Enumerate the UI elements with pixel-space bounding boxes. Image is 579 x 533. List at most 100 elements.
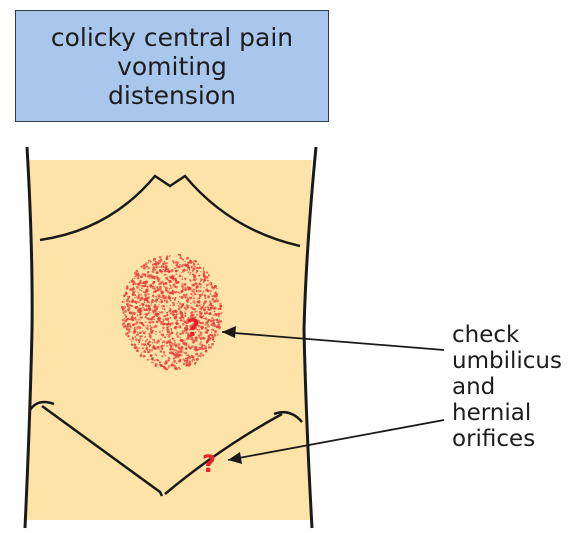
pain-dot (171, 364, 173, 366)
pain-dot (129, 323, 131, 325)
pain-dot (204, 287, 205, 288)
pain-dot (169, 282, 170, 283)
pain-dot (139, 310, 142, 313)
pain-dot (134, 344, 137, 347)
pain-dot (142, 330, 144, 332)
pain-dot (173, 360, 176, 363)
pain-dot (152, 282, 154, 284)
pain-dot (217, 334, 219, 336)
pain-dot (143, 303, 145, 305)
pain-dot (159, 296, 160, 297)
pain-dot (155, 301, 157, 303)
pain-dot (147, 325, 149, 327)
pain-dot (196, 267, 198, 269)
pain-dot (208, 274, 210, 276)
pain-dot (179, 303, 181, 305)
pain-dot (166, 326, 168, 328)
pain-dot (160, 351, 162, 353)
pain-dot (175, 354, 177, 356)
pain-dot (138, 347, 140, 349)
pain-dot (145, 331, 147, 333)
pain-dot (131, 319, 133, 321)
pain-dot (219, 319, 221, 321)
annotation-line-and: and (452, 374, 562, 400)
pain-dot (214, 333, 216, 335)
pain-dot (165, 318, 167, 320)
pain-dot (146, 266, 148, 268)
pain-dot (166, 312, 168, 314)
pain-dot (218, 313, 220, 315)
pain-dot (143, 264, 145, 266)
pain-dot (154, 278, 156, 280)
pain-dot (155, 261, 156, 262)
pain-dot (181, 265, 184, 268)
pain-dot (150, 354, 153, 357)
pain-dot (163, 269, 164, 270)
pain-dot (143, 308, 145, 310)
pain-dot (173, 285, 175, 287)
pain-dot (143, 356, 145, 358)
pain-dot (152, 269, 154, 271)
pain-dot (213, 300, 216, 303)
pain-dot (170, 291, 173, 294)
pain-dot (134, 328, 136, 330)
pain-dot (174, 367, 175, 368)
pain-dot (203, 279, 206, 282)
pain-dot (138, 341, 140, 343)
pain-dot (158, 319, 161, 322)
pain-dot (139, 326, 142, 329)
pain-dot (143, 332, 146, 335)
pain-dot (149, 285, 152, 288)
pain-dot (174, 349, 176, 351)
pain-dot (189, 269, 191, 271)
pain-dot (174, 316, 177, 319)
pain-dot (199, 305, 201, 307)
pain-dot (182, 276, 183, 277)
pain-dot (160, 321, 162, 323)
pain-dot (155, 325, 158, 328)
pain-dot (163, 340, 166, 343)
pain-dot (194, 349, 197, 352)
pain-dot (179, 357, 180, 358)
pain-dot (177, 291, 179, 293)
pain-dot (159, 311, 160, 312)
pain-dot (135, 338, 137, 340)
pain-dot (185, 296, 187, 298)
pain-dot (141, 290, 142, 291)
pain-dot (188, 287, 191, 290)
pain-dot (134, 317, 136, 319)
pain-dot (140, 266, 141, 267)
pain-dot (149, 336, 151, 338)
pain-dot (212, 305, 214, 307)
pain-dot (183, 363, 186, 366)
pain-dot (190, 307, 191, 308)
pain-dot (201, 347, 202, 348)
pain-dot (129, 282, 131, 284)
pain-dot (165, 289, 167, 291)
pain-dot (137, 273, 139, 275)
pain-dot (152, 277, 154, 279)
pain-dot (201, 322, 203, 324)
pain-dot (171, 282, 172, 283)
pain-dot (122, 323, 125, 326)
pain-dot (137, 314, 139, 316)
pain-dot (131, 344, 133, 346)
pain-dot (134, 327, 136, 329)
pain-dot (141, 267, 142, 268)
pain-dot (146, 339, 148, 341)
pain-dot (157, 280, 159, 282)
pain-dot (145, 305, 147, 307)
pain-dot (170, 328, 172, 330)
pain-dot (131, 301, 133, 303)
pain-dot (156, 348, 158, 350)
pain-dot (194, 293, 196, 295)
pain-dot (174, 326, 177, 329)
pain-dot (170, 317, 171, 318)
pain-dot (176, 313, 179, 316)
pain-dot (131, 316, 134, 319)
pain-dot (213, 339, 214, 340)
pain-dot (139, 305, 140, 306)
pain-dot (148, 308, 151, 311)
pain-dot (125, 316, 127, 318)
pain-dot (205, 321, 208, 324)
